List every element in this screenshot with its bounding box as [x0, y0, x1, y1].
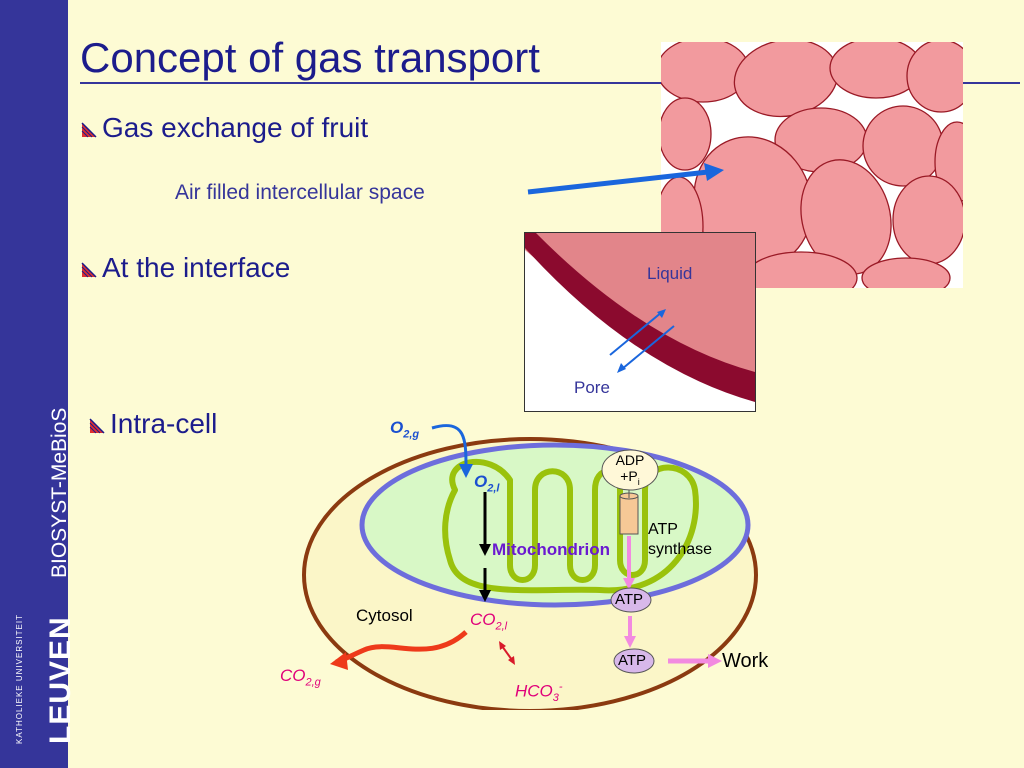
- title-rule-right: [80, 82, 1020, 84]
- cristae: [442, 459, 699, 594]
- bullet-icon: [81, 122, 97, 138]
- interface-inset: [524, 232, 756, 412]
- logo: LEUVEN: [44, 616, 77, 744]
- sidebar-text: BIOSYST-MeBioS: [48, 407, 71, 578]
- atp-synthase-label: ATP synthase: [648, 521, 713, 558]
- hco3-label: HCO3-: [515, 681, 563, 705]
- slide-title: Concept of gas transport: [80, 34, 540, 81]
- title-rule-left: [8, 82, 58, 84]
- logo-subtitle: KATHOLIEKE UNIVERSITEIT: [15, 614, 24, 744]
- bullet-text: Gas exchange of fruit: [102, 112, 369, 143]
- cell-diagram: [302, 424, 758, 710]
- bullet-icon: [89, 418, 105, 434]
- mitochondrion-membrane: [359, 442, 751, 608]
- bullet-intra-cell: Intra-cell: [88, 408, 217, 440]
- cytosol-label: Cytosol: [356, 606, 413, 625]
- work-label: Work: [722, 650, 769, 672]
- atp-label-1: ATP: [615, 591, 644, 608]
- co2g-label: CO2,g: [280, 666, 321, 689]
- bullet-text: At the interface: [102, 252, 291, 283]
- bullet-interface: At the interface: [80, 252, 290, 284]
- intercellular-caption: Air filled intercellular space: [175, 181, 425, 204]
- adp-label: ADP +Pi: [615, 452, 645, 487]
- o2g-label: O2,g: [390, 418, 420, 441]
- pore-label: Pore: [574, 378, 610, 397]
- intercellular-arrow: [527, 163, 724, 195]
- bullet-text: Intra-cell: [110, 408, 218, 439]
- bullet-icon: [81, 262, 97, 278]
- liquid-label: Liquid: [647, 264, 693, 283]
- o2l-label: O2,l: [474, 472, 500, 495]
- sidebar: BIOSYST-MeBioS KATHOLIEKE UNIVERSITEIT L…: [0, 0, 77, 768]
- bullet-gas-exchange: Gas exchange of fruit: [80, 112, 368, 144]
- mitochondrion-label: Mitochondrion: [492, 540, 611, 559]
- atp-label-2: ATP: [618, 652, 647, 669]
- co2l-label: CO2,l: [470, 610, 508, 633]
